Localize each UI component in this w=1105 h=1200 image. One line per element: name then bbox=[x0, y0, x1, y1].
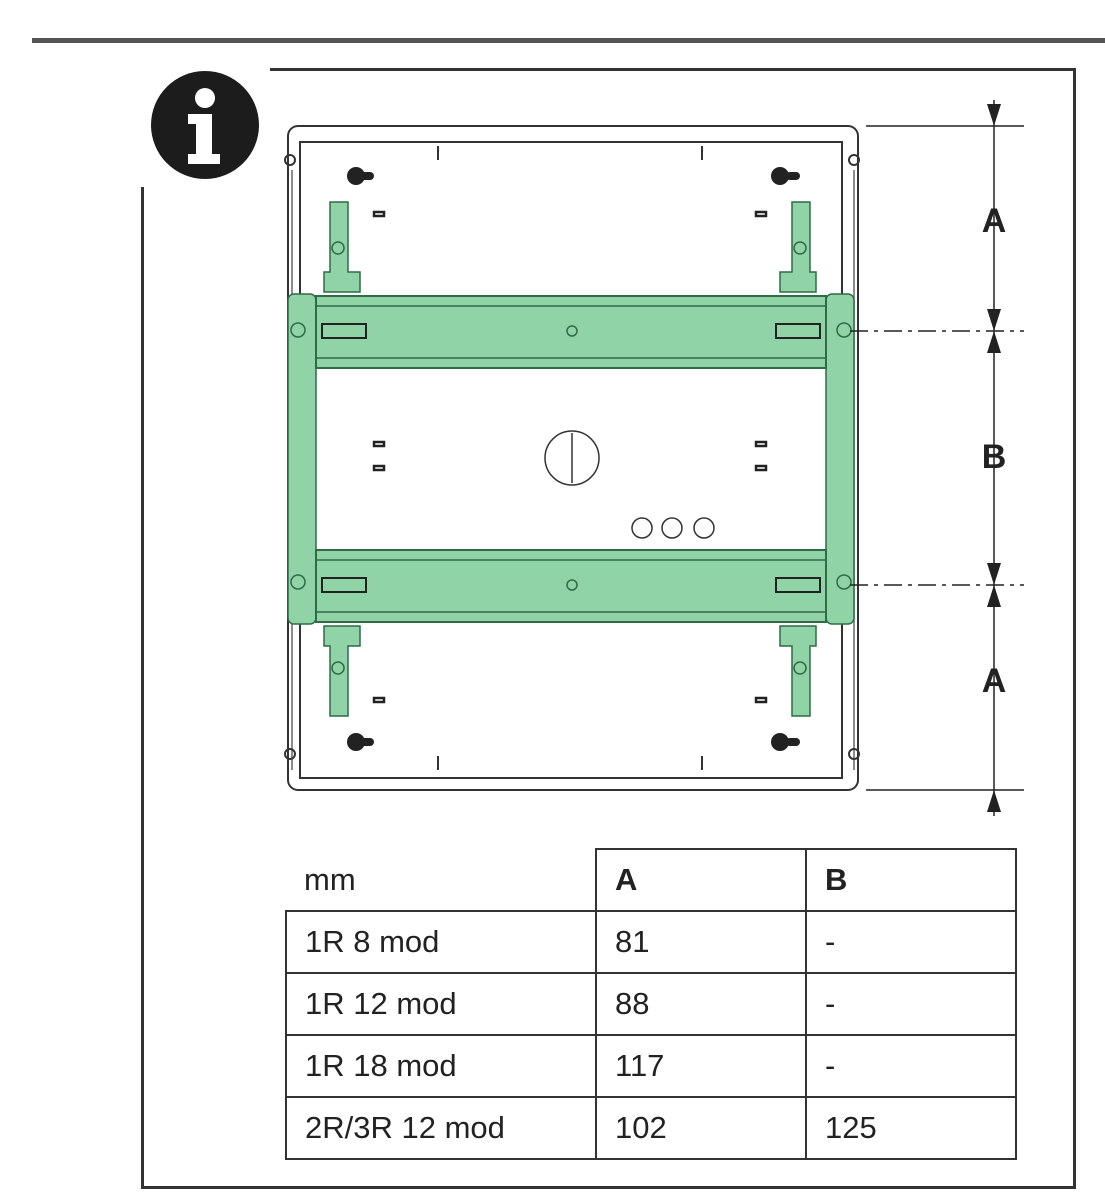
din-rail-upper bbox=[315, 295, 827, 369]
value-a: 117 bbox=[595, 1034, 807, 1098]
value-a: 81 bbox=[595, 910, 807, 974]
frame-border-bottom bbox=[141, 1186, 1076, 1189]
wing-screw-icon bbox=[347, 167, 800, 751]
table-row: 1R 8 mod 81 - bbox=[285, 910, 1017, 974]
row-label: 1R 8 mod bbox=[285, 910, 597, 974]
column-header-a: A bbox=[595, 848, 807, 912]
frame-border-left bbox=[141, 187, 144, 1189]
enclosure-drawing bbox=[284, 100, 1024, 816]
din-rail-lower bbox=[315, 549, 827, 623]
value-b: - bbox=[805, 910, 1017, 974]
row-label: 2R/3R 12 mod bbox=[285, 1096, 597, 1160]
value-b: 125 bbox=[805, 1096, 1017, 1160]
frame-border-right bbox=[1073, 68, 1076, 1189]
value-b: - bbox=[805, 1034, 1017, 1098]
row-label: 1R 18 mod bbox=[285, 1034, 597, 1098]
value-b: - bbox=[805, 972, 1017, 1036]
dimensions-table: mm A B 1R 8 mod 81 - 1R 12 mod 88 - 1R 1… bbox=[285, 848, 1017, 1160]
top-rule bbox=[32, 38, 1105, 43]
dimension-label-bottom: A bbox=[981, 662, 1007, 700]
table-row: 2R/3R 12 mod 102 125 bbox=[285, 1096, 1017, 1160]
table-header-row: mm A B bbox=[286, 848, 1017, 912]
dimension-label-top: A bbox=[981, 202, 1007, 240]
frame-border-top bbox=[270, 68, 1076, 71]
value-a: 102 bbox=[595, 1096, 807, 1160]
table-row: 1R 18 mod 117 - bbox=[285, 1034, 1017, 1098]
dimension-arrow-icon bbox=[987, 104, 1001, 812]
unit-header: mm bbox=[286, 849, 597, 912]
value-a: 88 bbox=[595, 972, 807, 1036]
row-label: 1R 12 mod bbox=[285, 972, 597, 1036]
info-icon bbox=[151, 71, 259, 179]
back-plate bbox=[299, 141, 843, 779]
dimension-label-middle: B bbox=[981, 438, 1007, 476]
table-row: 1R 12 mod 88 - bbox=[285, 972, 1017, 1036]
column-header-b: B bbox=[805, 848, 1017, 912]
